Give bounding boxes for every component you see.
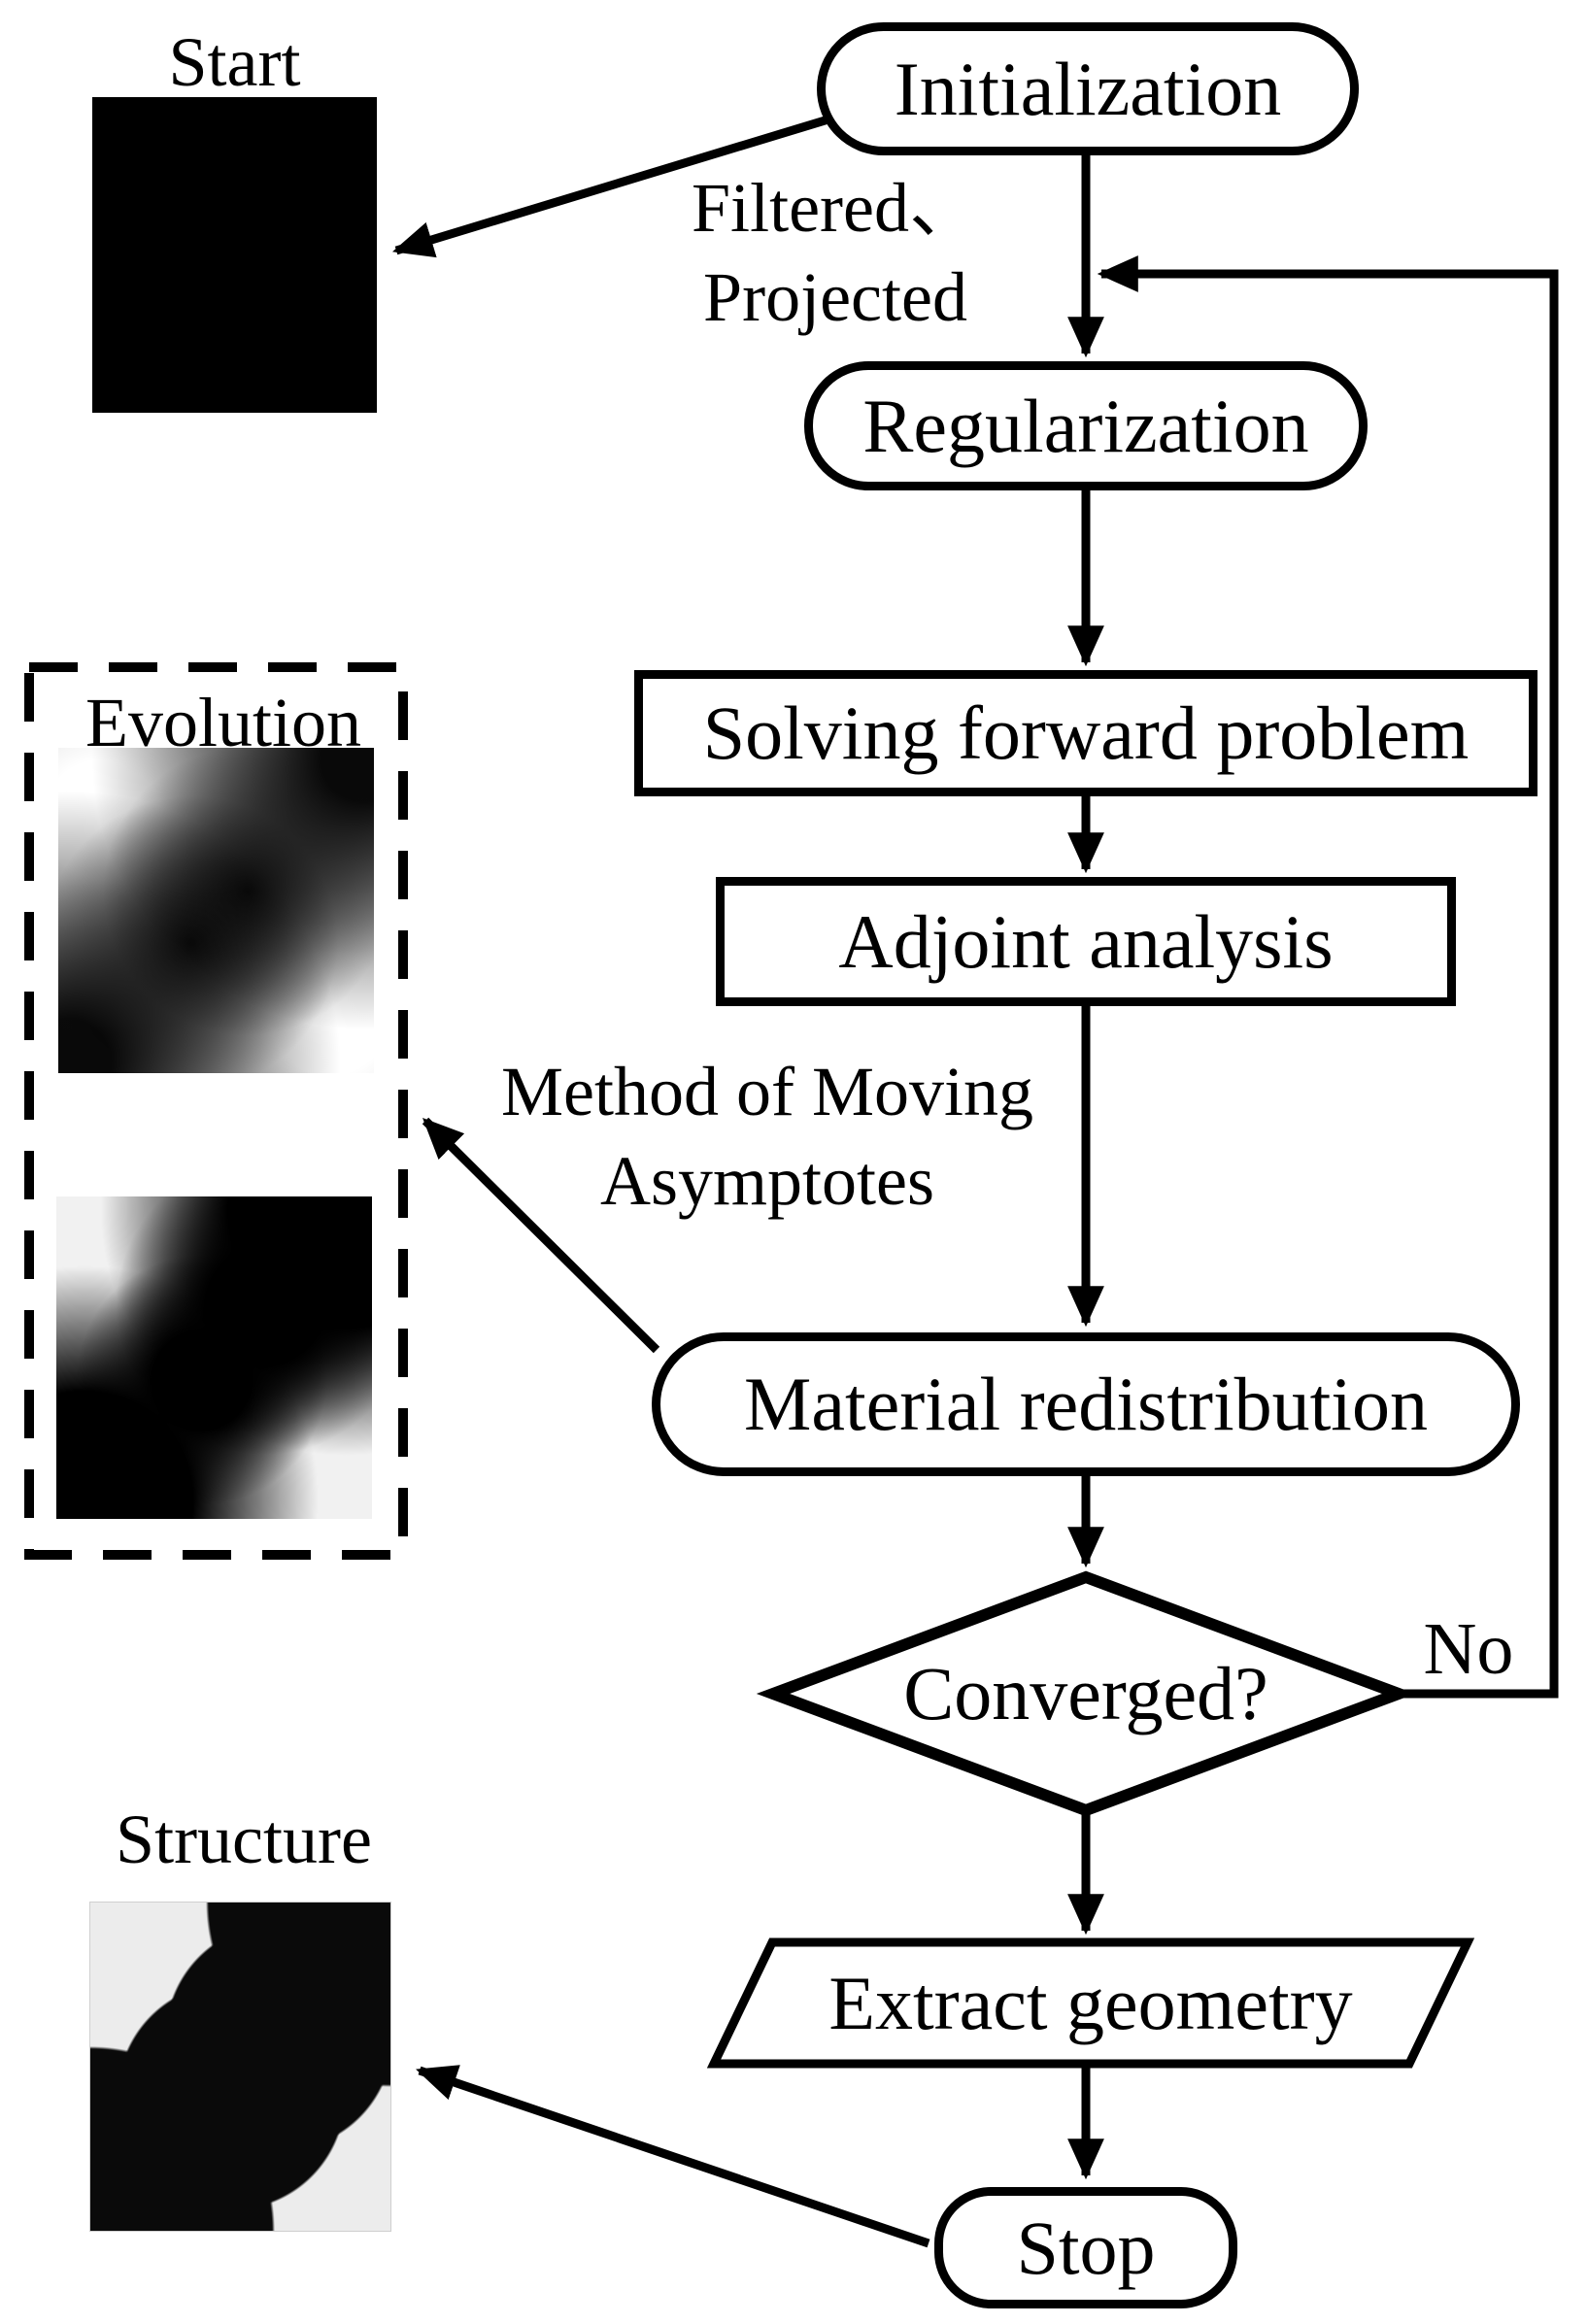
filtered-annotation-line2: Projected (703, 258, 967, 337)
evolution-image-early (58, 748, 374, 1073)
mma-annotation-line2: Asymptotes (599, 1142, 934, 1221)
filtered-annotation-line1: Filtered、 (692, 169, 979, 247)
evolution-dashed-box (24, 662, 408, 1560)
evolution-image-late (56, 1196, 372, 1519)
start-density-image (92, 97, 377, 413)
structure-label: Structure (116, 1801, 372, 1878)
arrow-material-to-evolution-box (422, 1117, 660, 1354)
node-stop: Stop (934, 2187, 1237, 2308)
evolution-label: Evolution (85, 684, 361, 761)
node-initialization: Initialization (817, 22, 1359, 155)
arrow-initialization-to-start-image (391, 114, 833, 258)
node-material-redistribution: Material redistribution (652, 1332, 1520, 1476)
mma-annotation: Method of Moving Asymptotes (442, 1047, 1093, 1226)
node-solving-forward-problem: Solving forward problem (634, 670, 1537, 796)
node-regularization: Regularization (804, 361, 1368, 490)
arrow-to-structure-image (416, 2065, 930, 2248)
node-extract-geometry: Extract geometry (828, 1960, 1353, 2045)
arrow-no-feedback-loop (1097, 255, 1559, 1699)
node-adjoint-analysis: Adjoint analysis (716, 877, 1456, 1006)
start-label: Start (168, 23, 301, 101)
no-branch-label: No (1423, 1608, 1514, 1690)
extract-geometry-parallelogram-shape (706, 1937, 1475, 2069)
converged-diamond-shape (756, 1570, 1416, 1817)
filtered-projected-annotation: Filtered、 Projected (622, 163, 1049, 342)
node-converged-decision: Converged? (903, 1651, 1268, 1735)
mma-annotation-line1: Method of Moving (501, 1053, 1033, 1130)
structure-image (89, 1902, 391, 2232)
